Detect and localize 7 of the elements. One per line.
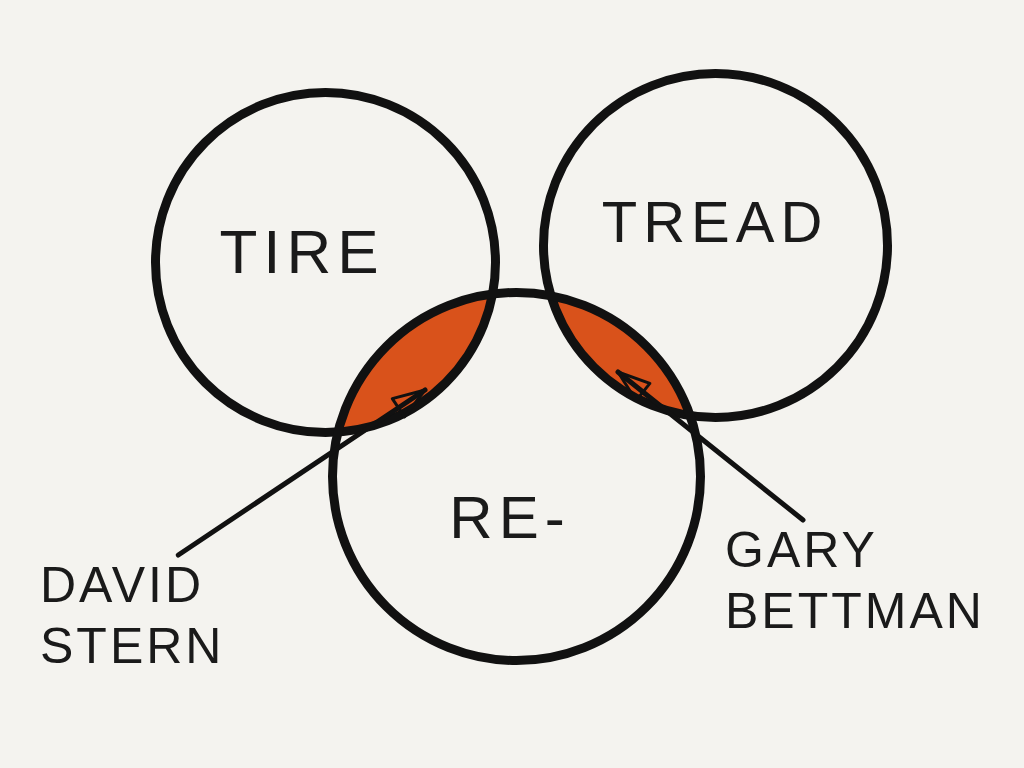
leader-line	[615, 369, 806, 523]
circle-label: TREAD	[601, 190, 829, 254]
leader-line	[175, 387, 428, 558]
name-label: DAVID STERN	[40, 555, 225, 677]
circle-label: RE-	[449, 485, 571, 551]
name-label: GARY BETTMAN	[725, 520, 985, 642]
circle-label: TIRE	[219, 217, 385, 287]
